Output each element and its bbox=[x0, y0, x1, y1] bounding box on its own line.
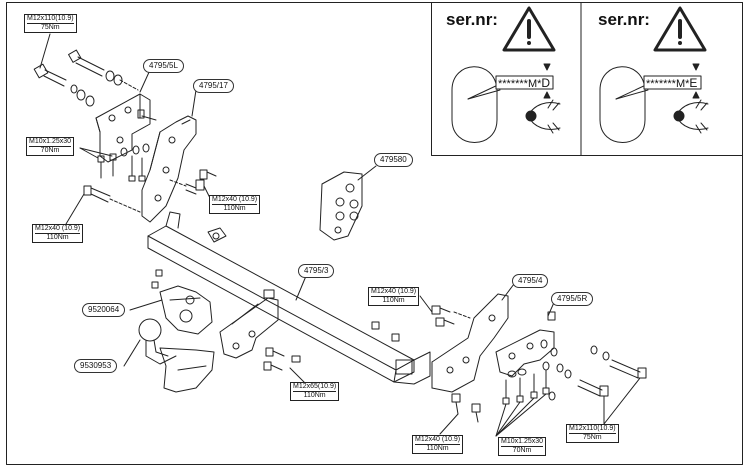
spec-m10x125-left: M10x1.25x30 70Nm bbox=[26, 137, 75, 156]
bracket-4795-5l bbox=[95, 93, 151, 163]
spec-m12x40-left: M12x40 (10.9) 110Nm bbox=[32, 224, 84, 243]
spec-torque: 75Nm bbox=[569, 433, 616, 442]
serial-stars-1: *******M* bbox=[498, 78, 542, 90]
serial-title-1: ser.nr: bbox=[446, 10, 498, 29]
side-plate-4795-4 bbox=[371, 293, 509, 393]
spec-torque: 75Nm bbox=[27, 23, 74, 32]
warning-triangle-icon bbox=[653, 6, 707, 52]
spec-m10x125-bottom: M10x1.25x30 70Nm bbox=[498, 437, 547, 456]
spec-size: M10x1.25x30 bbox=[29, 138, 72, 145]
bracket-4795-5r bbox=[495, 311, 610, 377]
right-long-bolts bbox=[548, 359, 647, 401]
spec-size: M12x40 (10.9) bbox=[35, 225, 81, 232]
spec-torque: 70Nm bbox=[29, 146, 72, 155]
crossbar-4795-3 bbox=[147, 211, 431, 385]
arrow-up-icon bbox=[543, 91, 551, 99]
spec-size: M12x40 (10.9) bbox=[371, 288, 417, 295]
arrow-up-icon bbox=[692, 91, 700, 99]
outer-frame bbox=[6, 2, 743, 465]
part-label-4795-4: 4795/4 bbox=[512, 274, 549, 288]
spec-m12x65: M12x65(10.9) 110Nm bbox=[290, 382, 340, 401]
spec-torque: 110Nm bbox=[35, 233, 81, 242]
serial-code-1: *******M*D bbox=[498, 76, 550, 90]
serial-code-2: *******M*E bbox=[646, 76, 697, 90]
serial-panel-1-drawing bbox=[451, 6, 561, 143]
part-label-4795-3: 4795/3 bbox=[298, 264, 335, 278]
left-small-bolts bbox=[83, 109, 157, 213]
spec-torque: 70Nm bbox=[501, 446, 544, 455]
serial-variant-1: D bbox=[541, 76, 551, 90]
serial-panel-frame bbox=[431, 2, 743, 156]
spec-m12x110-right: M12x110(10.9) 75Nm bbox=[566, 424, 619, 443]
spec-torque: 110Nm bbox=[293, 391, 337, 400]
arrow-down-icon bbox=[543, 63, 551, 71]
coupling-9520064 bbox=[151, 269, 213, 335]
bolts-m12x65 bbox=[263, 347, 301, 371]
spec-torque: 110Nm bbox=[371, 296, 417, 305]
part-label-479580: 479580 bbox=[374, 153, 413, 167]
spec-m12x40-mid: M12x40 (10.9) 110Nm bbox=[209, 195, 261, 214]
spec-m12x40-bottom: M12x40 (10.9) 110Nm bbox=[412, 435, 464, 454]
serial-stars-2: *******M* bbox=[646, 78, 690, 90]
spec-torque: 110Nm bbox=[212, 204, 258, 213]
part-label-4795-5l: 4795/5L bbox=[143, 59, 184, 73]
part-label-9530953: 9530953 bbox=[74, 359, 118, 373]
eye-icon bbox=[525, 99, 561, 134]
drop-plate bbox=[219, 289, 279, 359]
serial-variant-2: E bbox=[689, 76, 698, 90]
spec-size: M12x110(10.9) bbox=[569, 425, 616, 432]
spec-torque: 110Nm bbox=[415, 444, 461, 453]
mid-bolts-m12x40 bbox=[169, 169, 217, 195]
spec-m12x40-right: M12x40 (10.9) 110Nm bbox=[368, 287, 420, 306]
right-small-bolts bbox=[502, 361, 550, 405]
warning-triangle-icon bbox=[502, 6, 556, 52]
top-left-bolt-assembly bbox=[33, 49, 139, 107]
spec-m12x110-top: M12x110(10.9) 75Nm bbox=[24, 14, 77, 33]
bottom-bolts-m12x40 bbox=[451, 393, 481, 423]
part-label-9520064: 9520064 bbox=[82, 303, 126, 317]
serial-panel-2-drawing bbox=[599, 6, 709, 143]
towball-9530953 bbox=[138, 318, 215, 393]
part-label-4795-5r: 4795/5R bbox=[551, 292, 594, 306]
leader-lines bbox=[39, 33, 641, 437]
spec-size: M12x40 (10.9) bbox=[212, 196, 258, 203]
part-label-4795-17: 4795/17 bbox=[193, 79, 234, 93]
part-479580 bbox=[319, 171, 363, 241]
side-plate-4795-17 bbox=[141, 115, 197, 223]
spec-size: M10x1.25x30 bbox=[501, 438, 544, 445]
eye-icon bbox=[673, 99, 709, 134]
spec-size: M12x65(10.9) bbox=[293, 383, 337, 390]
serial-title-2: ser.nr: bbox=[598, 10, 650, 29]
label-plate-outline bbox=[451, 66, 498, 143]
spec-size: M12x110(10.9) bbox=[27, 15, 74, 22]
spec-size: M12x40 (10.9) bbox=[415, 436, 461, 443]
arrow-down-icon bbox=[692, 63, 700, 71]
label-plate-outline bbox=[599, 66, 646, 143]
